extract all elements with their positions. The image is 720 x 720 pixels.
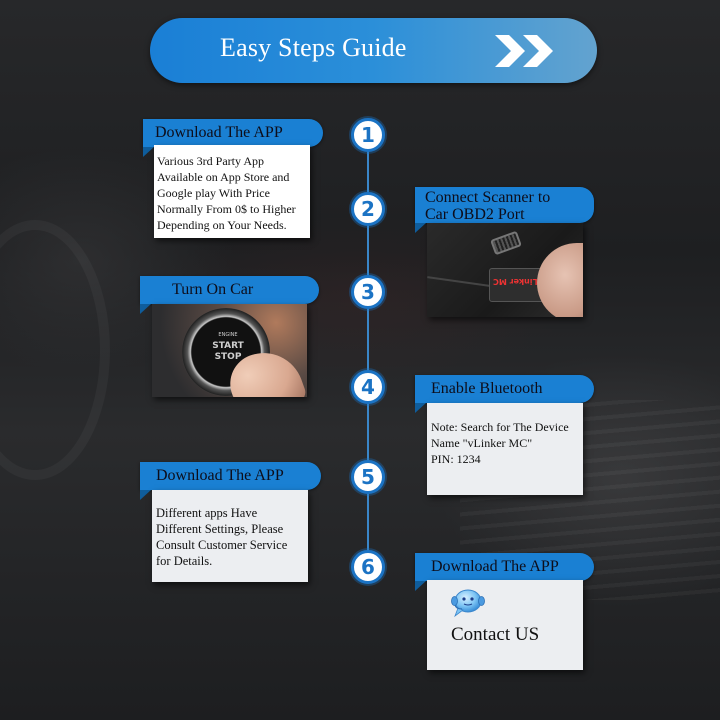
step-4-description: Note: Search for The Device Name "vLinke… bbox=[427, 403, 583, 495]
hand bbox=[537, 243, 583, 317]
step-4-title: Enable Bluetooth bbox=[415, 375, 594, 413]
guide-header-banner: Easy Steps Guide bbox=[150, 18, 597, 83]
stop-label: STOP bbox=[214, 352, 242, 362]
step-1-title: Download The APP bbox=[143, 119, 323, 157]
start-label: START bbox=[212, 341, 244, 351]
engine-label: ENGINE bbox=[218, 332, 238, 338]
step-5-line: Different apps Have bbox=[156, 506, 258, 520]
timeline-line bbox=[367, 135, 369, 567]
step-5-line: Consult Customer Service bbox=[156, 538, 288, 552]
step-1-line: Various 3rd Party App bbox=[157, 154, 264, 168]
step-5-title: Download The APP bbox=[140, 462, 321, 500]
step-4-line: Name "vLinker MC" bbox=[431, 436, 533, 450]
contact-us-panel[interactable]: Contact US bbox=[427, 580, 583, 670]
contact-us-label[interactable]: Contact US bbox=[451, 624, 540, 645]
customer-service-headset-icon bbox=[451, 589, 485, 618]
step-3-title: Turn On Car bbox=[140, 276, 319, 314]
engine-start-stop-button-photo: ENGINE START STOP bbox=[152, 304, 307, 397]
background-wheel bbox=[0, 220, 110, 480]
obd2-scanner-plugging-photo: vLinker MC bbox=[427, 223, 583, 317]
step-1-line: Available on App Store and bbox=[157, 170, 290, 184]
cable bbox=[427, 276, 497, 288]
step-4-line: Note: Search for The Device bbox=[431, 420, 569, 434]
start-button-text: ENGINE START STOP bbox=[208, 330, 248, 363]
double-chevron-right-icon bbox=[495, 35, 553, 67]
step-1-description: Various 3rd Party App Available on App S… bbox=[154, 145, 310, 238]
page-title: Easy Steps Guide bbox=[220, 33, 407, 62]
step-number-4: 4 bbox=[351, 370, 385, 404]
step-2-title-line: Connect Scanner to bbox=[425, 189, 551, 206]
step-1-line: Google play With Price bbox=[157, 186, 270, 200]
obd2-port bbox=[490, 230, 522, 256]
step-number-1: 1 bbox=[351, 118, 385, 152]
dongle-label: vLinker MC bbox=[493, 277, 543, 286]
step-5-line: for Details. bbox=[156, 554, 213, 568]
step-number-3: 3 bbox=[351, 275, 385, 309]
step-2-title: Connect Scanner to Car OBD2 Port bbox=[415, 187, 594, 233]
step-5-description: Different apps Have Different Settings, … bbox=[152, 490, 308, 582]
step-5-line: Different Settings, Please bbox=[156, 522, 284, 536]
step-2-title-line: Car OBD2 Port bbox=[425, 206, 525, 223]
step-number-2: 2 bbox=[351, 192, 385, 226]
step-4-line: PIN: 1234 bbox=[431, 452, 481, 466]
step-1-line: Depending on Your Needs. bbox=[157, 218, 287, 232]
step-6-title: Download The APP bbox=[415, 553, 594, 591]
step-number-6: 6 bbox=[351, 550, 385, 584]
step-number-5: 5 bbox=[351, 460, 385, 494]
step-1-line: Normally From 0$ to Higher bbox=[157, 202, 296, 216]
